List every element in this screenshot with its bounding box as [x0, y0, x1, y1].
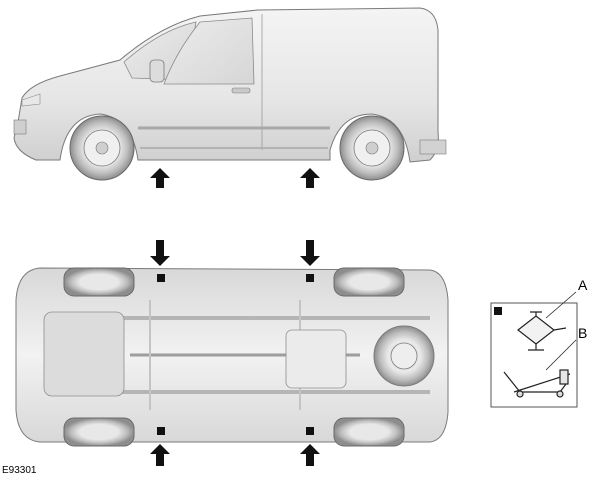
front-right-wheel — [63, 417, 135, 447]
van-underside-view — [15, 240, 449, 466]
rear-left-wheel — [333, 267, 405, 297]
figure-code: E93301 — [2, 465, 37, 476]
jack-point-arrow-front-top — [150, 240, 170, 266]
engine-area — [43, 311, 125, 397]
rear-right-wheel — [333, 417, 405, 447]
jack-type-legend: A B — [490, 277, 588, 408]
door-handle — [231, 87, 251, 94]
front-bumper — [13, 119, 27, 135]
leader-line-a — [545, 291, 577, 319]
jack-point-marker-front-bottom — [157, 427, 165, 435]
jack-point-arrow-rear-top — [300, 240, 320, 266]
jack-point-marker-rear-bottom — [306, 427, 314, 435]
headlamp — [21, 93, 41, 107]
jack-point-marker-front-top — [157, 274, 165, 282]
wing-mirror — [149, 59, 165, 83]
legend-frame — [490, 302, 578, 408]
rear-wheel-side — [339, 115, 405, 181]
fuel-tank — [285, 329, 347, 389]
legend-marker-square — [494, 307, 502, 315]
jack-point-arrow-front-side — [150, 168, 170, 188]
door-window — [163, 17, 255, 85]
jack-point-marker-rear-top — [306, 274, 314, 282]
trolley-jack-icon — [503, 369, 571, 398]
van-side-view — [13, 7, 447, 188]
jack-point-arrow-rear-bottom — [300, 444, 320, 466]
label-b: B — [578, 325, 587, 341]
jack-point-arrow-front-bottom — [150, 444, 170, 466]
scissor-jack-icon — [517, 311, 567, 351]
label-a: A — [578, 277, 588, 293]
leader-line-b — [545, 339, 577, 371]
front-left-wheel — [63, 267, 135, 297]
front-wheel-side — [69, 115, 135, 181]
rear-bumper — [419, 139, 447, 155]
jack-point-arrow-rear-side — [300, 168, 320, 188]
